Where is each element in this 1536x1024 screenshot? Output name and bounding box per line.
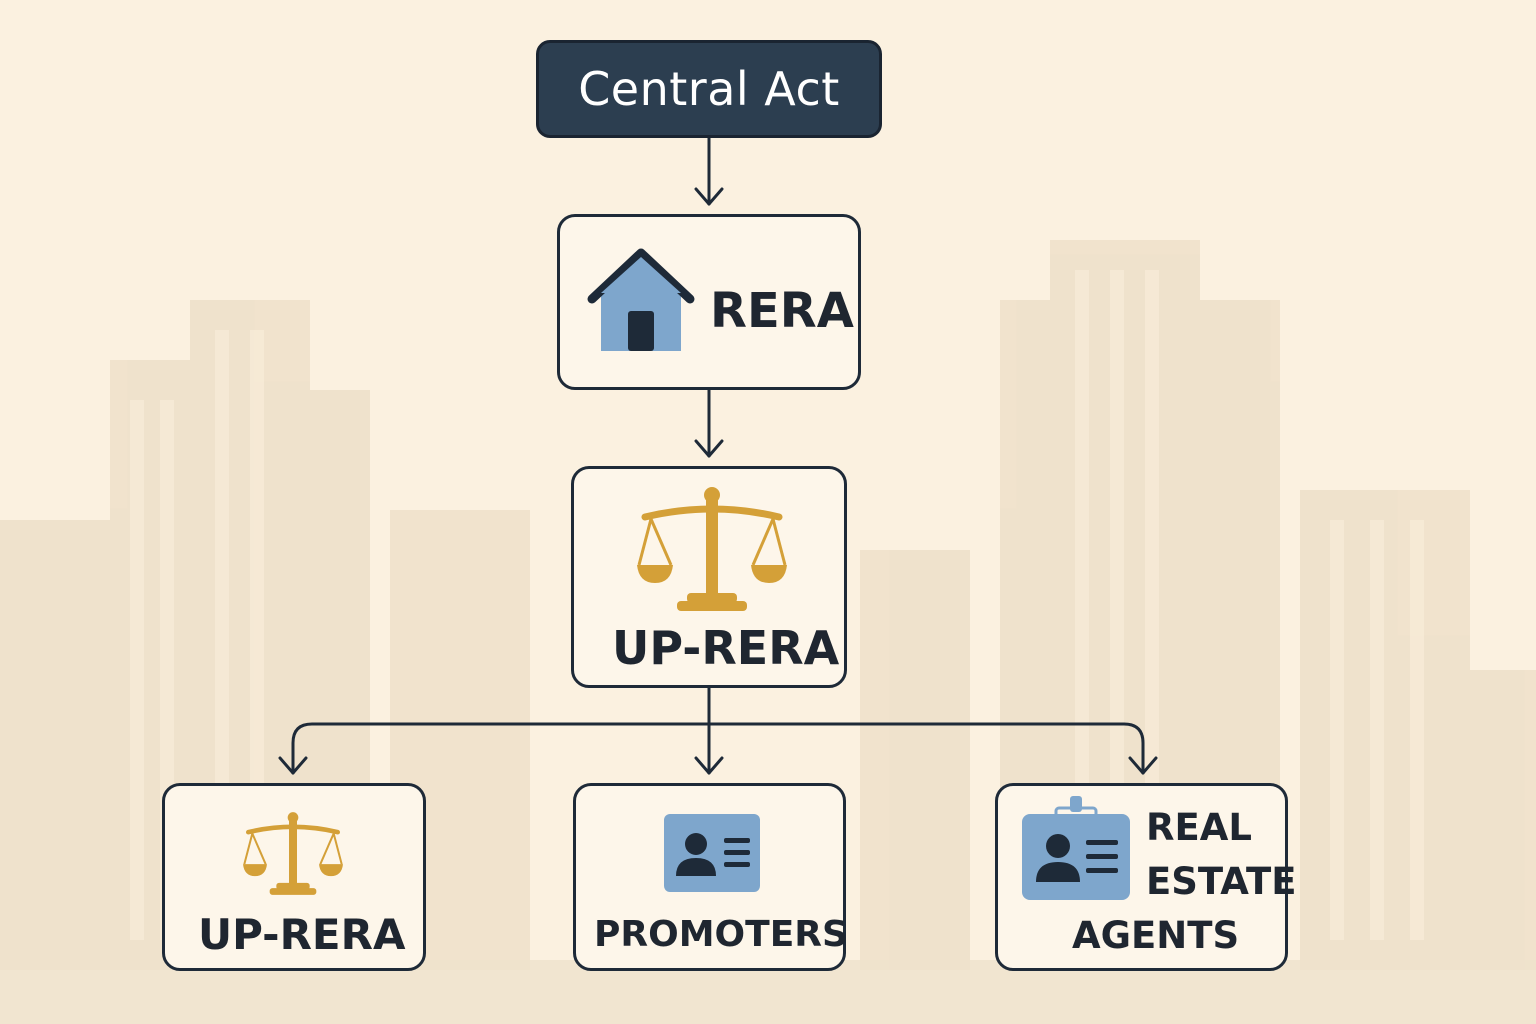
central-act-node: Central Act [536, 40, 882, 138]
edge-up-rera-to-agents [707, 722, 1158, 775]
agents-label-line-1: REAL [1146, 806, 1252, 849]
id-card-icon [664, 814, 760, 892]
rera-label: RERA [710, 283, 854, 339]
promoters-node: PROMOTERS [573, 783, 848, 971]
edge-up-rera-to-promoters [694, 686, 724, 775]
scales-icon [243, 812, 343, 895]
agents-label-line-2: ESTATE [1146, 860, 1297, 903]
edge-up-rera-to-up-rera-child [278, 686, 711, 775]
edge-rera-to-up-rera [694, 388, 724, 458]
rera-node: RERA [557, 214, 861, 390]
edge-central-act-to-rera [694, 136, 724, 206]
up-rera-main-label: UP-RERA [612, 621, 840, 675]
promoters-label: PROMOTERS [594, 914, 848, 955]
up-rera-child-label: UP-RERA [198, 910, 406, 959]
agents-node: REAL ESTATE AGENTS [995, 783, 1297, 971]
up-rera-main-node: UP-RERA [571, 466, 847, 688]
scales-icon [637, 487, 787, 611]
central-act-label: Central Act [578, 62, 840, 116]
house-icon [587, 248, 695, 351]
up-rera-child-node: UP-RERA [162, 783, 426, 971]
agents-label-line-3: AGENTS [1072, 914, 1240, 957]
id-badge-icon [1022, 796, 1130, 900]
